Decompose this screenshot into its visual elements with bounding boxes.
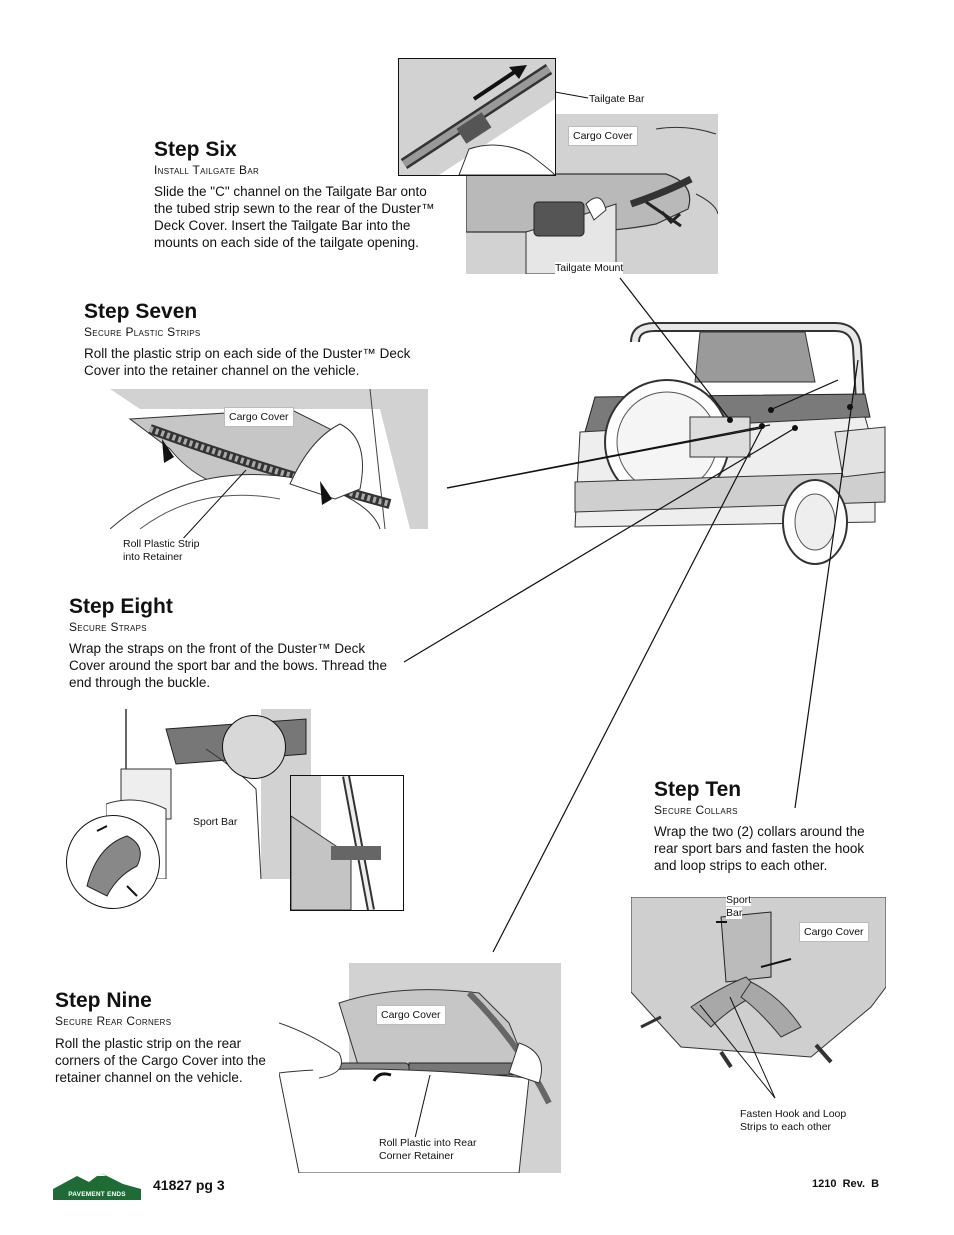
roll-rear-label-line2: Corner Retainer bbox=[379, 1150, 454, 1162]
pavement-ends-logo: PAVEMENT ENDS bbox=[53, 1172, 141, 1200]
strap-inset-drawing bbox=[291, 776, 381, 910]
step-eight-subtitle: Secure Straps bbox=[69, 620, 147, 634]
step-eight-title: Step Eight bbox=[69, 595, 173, 618]
roll-strip-leader bbox=[179, 469, 247, 543]
step-six-title: Step Six bbox=[154, 138, 237, 161]
step-ten-subtitle: Secure Collars bbox=[654, 803, 738, 817]
plastic-strip-drawing bbox=[110, 389, 428, 529]
jeep-drawing bbox=[574, 322, 886, 565]
step-nine-body: Roll the plastic strip on the rear corne… bbox=[55, 1036, 266, 1085]
jeep-overview-illustration bbox=[574, 322, 886, 567]
step-six-body: Slide the "C" channel on the Tailgate Ba… bbox=[154, 184, 435, 250]
logo-mountain-icon bbox=[53, 1173, 141, 1200]
step-six-subtitle: Install Tailgate Bar bbox=[154, 163, 260, 177]
step-ten-title: Step Ten bbox=[654, 778, 742, 801]
cargo-cover-label-nine: Cargo Cover bbox=[376, 1005, 446, 1025]
fasten-label-line2: Strips to each other bbox=[740, 1121, 832, 1133]
sport-bar-label-ten-line1: Sport bbox=[726, 894, 752, 906]
strap-detail-circle bbox=[66, 815, 160, 909]
fasten-leader bbox=[699, 996, 776, 1099]
tailgate-bar-inset-drawing bbox=[399, 59, 555, 175]
revision: 1210 Rev. B bbox=[812, 1178, 880, 1190]
roll-rear-leader bbox=[414, 1074, 431, 1139]
step-seven-title: Step Seven bbox=[84, 300, 198, 323]
strap-detail-drawing bbox=[86, 825, 141, 897]
fasten-label-line1: Fasten Hook and Loop bbox=[740, 1108, 847, 1120]
roll-strip-label-line2: into Retainer bbox=[123, 551, 183, 563]
roll-strip-label-line1: Roll Plastic Strip bbox=[123, 538, 200, 550]
step-nine-subtitle: Secure Rear Corners bbox=[55, 1014, 172, 1028]
plastic-strip-illustration bbox=[110, 389, 428, 529]
step-seven-body: Roll the plastic strip on each side of t… bbox=[84, 346, 411, 378]
buckle-detail-circle bbox=[222, 715, 286, 779]
step-seven-subtitle: Secure Plastic Strips bbox=[84, 325, 201, 339]
tailgate-bar-label: Tailgate Bar bbox=[589, 93, 645, 105]
tailgate-bar-leader bbox=[554, 91, 589, 99]
tailgate-drawing bbox=[466, 126, 718, 274]
roll-rear-label-line1: Roll Plastic into Rear bbox=[379, 1137, 477, 1149]
cargo-cover-label-seven: Cargo Cover bbox=[224, 407, 294, 427]
page-id: 41827 pg 3 bbox=[153, 1177, 225, 1193]
step-nine-title: Step Nine bbox=[55, 989, 152, 1012]
tailgate-bar-inset bbox=[398, 58, 556, 176]
step-eight-body: Wrap the straps on the front of the Dust… bbox=[69, 641, 387, 690]
logo-text: PAVEMENT ENDS bbox=[68, 1191, 126, 1198]
step-ten-body: Wrap the two (2) collars around the rear… bbox=[654, 824, 865, 873]
cargo-cover-label-ten: Cargo Cover bbox=[799, 922, 869, 942]
sport-bar-label-ten-line2: Bar bbox=[726, 907, 743, 919]
tailgate-mount-label: Tailgate Mount bbox=[555, 262, 624, 274]
strap-inset bbox=[290, 775, 404, 911]
cargo-cover-label-six: Cargo Cover bbox=[568, 126, 638, 146]
sport-bar-label-eight: Sport Bar bbox=[193, 816, 238, 828]
